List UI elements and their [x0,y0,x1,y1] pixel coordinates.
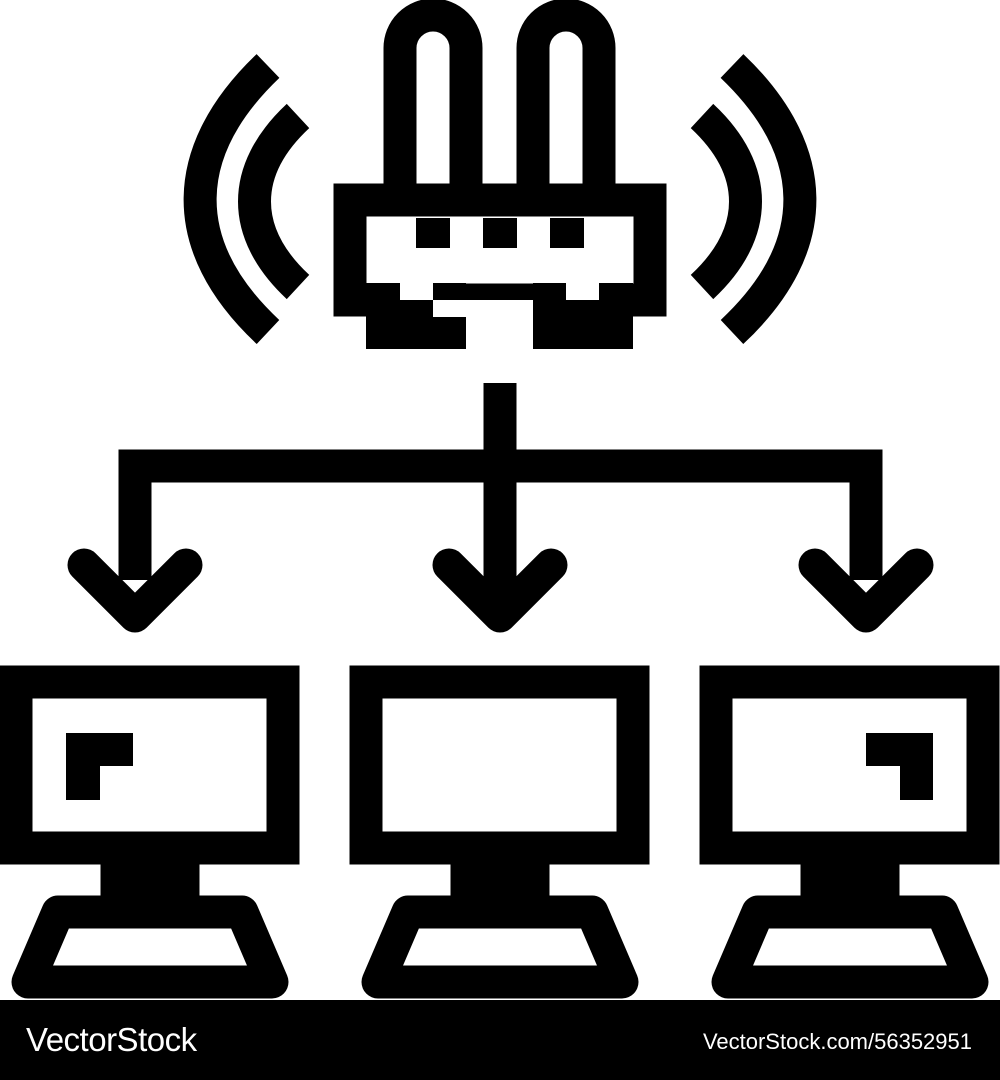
router-port-3 [550,218,584,248]
router-port-2 [483,218,517,248]
arrow-center-icon [432,548,568,633]
antenna-left-icon [383,0,483,184]
wifi-left-outer-icon [183,54,280,345]
monitor-left-base [11,895,289,999]
monitor-left-icon [0,665,300,865]
arrow-left-icon [67,548,203,633]
wifi-right-inner-icon [690,103,762,300]
monitor-center-neck [450,847,550,913]
vectorstock-logo: VectorStock [26,1021,197,1058]
network-router-icon [0,0,1000,999]
watermark-bar [0,1000,1000,1080]
monitor-left-neck [100,847,200,913]
monitor-center-icon [349,665,650,865]
image-id-text: VectorStock.com/56352951 [702,1029,972,1054]
monitor-right-base [711,895,989,999]
screen-mark-right-icon [866,733,933,800]
screen-mark-left-icon [66,733,133,800]
monitor-center-base [361,895,639,999]
monitor-right-neck [800,847,900,913]
router-port-1 [416,218,450,248]
monitor-right-icon [699,665,1000,865]
antenna-right-icon [516,0,616,184]
arrow-right-icon [798,548,934,633]
connector-branch [118,449,883,580]
wifi-left-inner-icon [238,103,310,300]
wifi-right-outer-icon [720,54,817,345]
